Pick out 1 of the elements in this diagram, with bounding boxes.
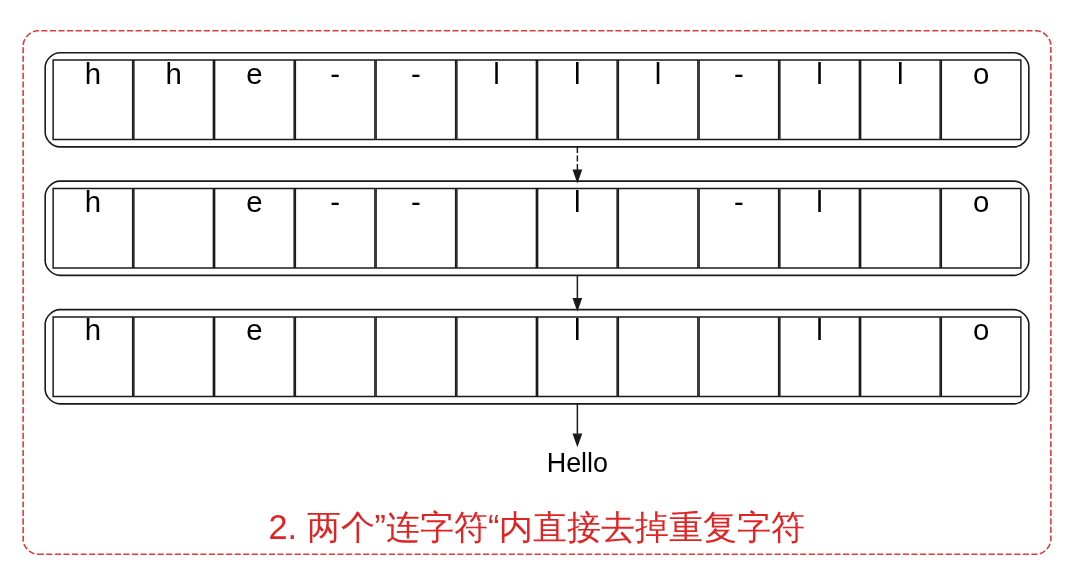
node-text: Hello (546, 447, 609, 478)
